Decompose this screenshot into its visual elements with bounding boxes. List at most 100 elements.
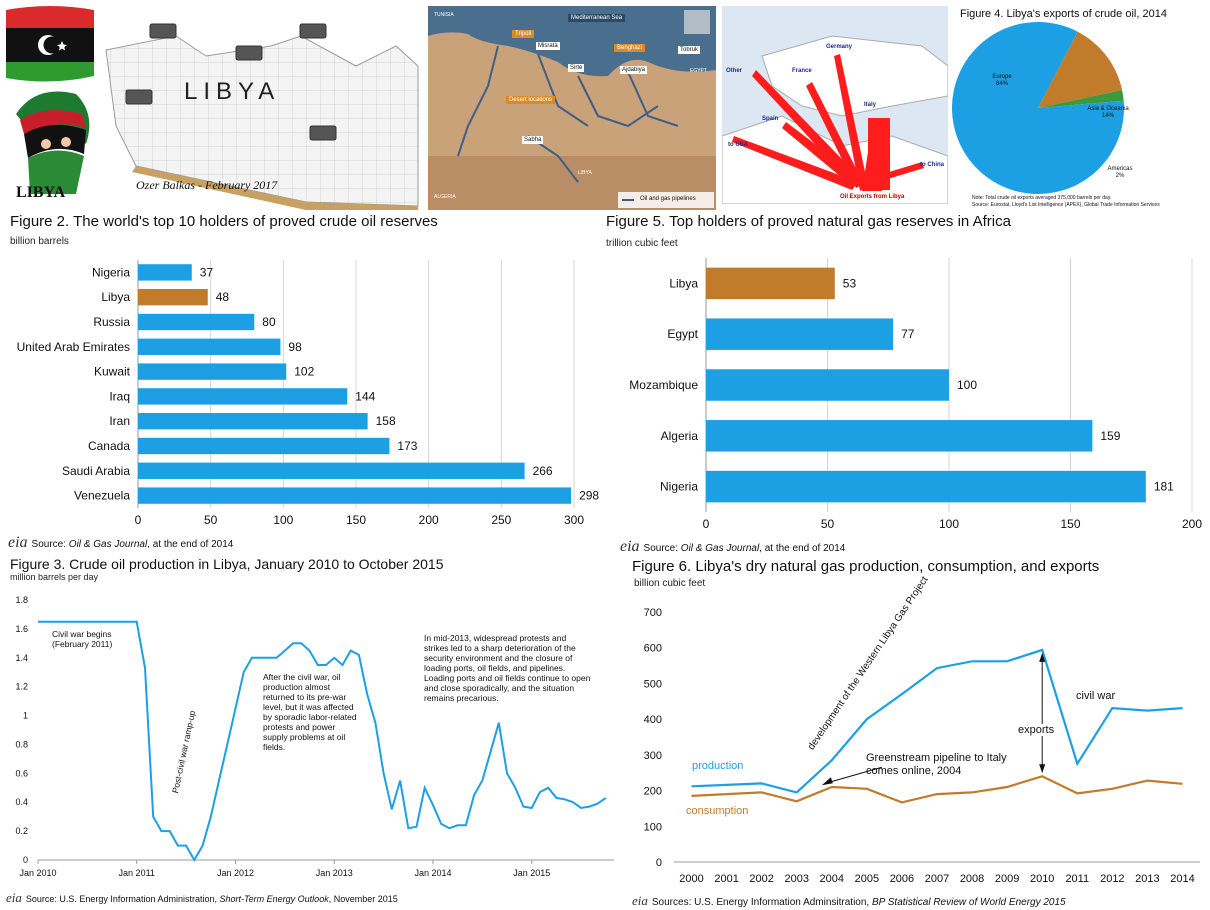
map-label-sirte: Sirte bbox=[568, 64, 585, 72]
y-tick-label: 0.2 bbox=[15, 826, 28, 836]
value-label: 37 bbox=[200, 265, 214, 279]
category-label: Kuwait bbox=[94, 365, 131, 379]
map-label-sabha: Sabha bbox=[522, 136, 544, 144]
flow-caption: Oil Exports from Libya bbox=[840, 194, 905, 200]
fig3-annotation-civil-war: Civil war begins (February 2011) bbox=[52, 629, 113, 649]
fig3-annotation-mid-2013: In mid-2013, widespread protests and str… bbox=[424, 633, 591, 703]
fig6-legend-production: production bbox=[692, 760, 744, 772]
category-label: Nigeria bbox=[660, 480, 698, 494]
fig5-unit: trillion cubic feet bbox=[606, 238, 678, 249]
production-line bbox=[691, 648, 1183, 794]
x-tick-label: 100 bbox=[273, 513, 293, 527]
value-label: 80 bbox=[262, 315, 276, 329]
bar bbox=[706, 420, 1093, 452]
map-label-tripoli: Tripoli bbox=[512, 30, 535, 38]
exports-arrow-head-top bbox=[1039, 652, 1046, 662]
map-legend-pipelines: Oil and gas pipelines bbox=[640, 196, 696, 202]
fig6-legend-consumption: consumption bbox=[686, 805, 749, 817]
bar bbox=[138, 487, 572, 504]
x-tick-label: 2004 bbox=[820, 873, 844, 885]
pie-slice bbox=[952, 21, 1125, 194]
libya-flag-image bbox=[6, 6, 94, 82]
libya-small-label: LIBYA bbox=[16, 184, 66, 201]
bar bbox=[138, 437, 390, 455]
pie-value-label: 84% bbox=[996, 81, 1009, 87]
flow-label-germany: Germany bbox=[826, 44, 853, 50]
eia-logo: eia bbox=[6, 890, 22, 905]
y-tick-label: 1 bbox=[23, 711, 28, 721]
bar bbox=[138, 289, 208, 306]
fig6-title: Figure 6. Libya's dry natural gas produc… bbox=[632, 558, 1100, 575]
y-tick-label: 0.6 bbox=[15, 768, 28, 778]
value-label: 48 bbox=[216, 290, 230, 304]
pie-value-label: 14% bbox=[1102, 113, 1115, 119]
y-tick-label: 0.8 bbox=[15, 739, 28, 749]
value-label: 144 bbox=[355, 389, 375, 403]
x-tick-label: 150 bbox=[346, 513, 366, 527]
flow-label-france: France bbox=[792, 68, 812, 74]
x-tick-label: Jan 2011 bbox=[119, 868, 155, 878]
greenstream-arrow-head bbox=[821, 777, 833, 786]
fig3-title: Figure 3. Crude oil production in Libya,… bbox=[10, 556, 444, 572]
flow-label-china: to China bbox=[920, 162, 944, 168]
value-label: 102 bbox=[294, 365, 314, 379]
category-label: Mozambique bbox=[629, 378, 698, 392]
fig4-title: Figure 4. Libya's exports of crude oil, … bbox=[960, 8, 1167, 20]
bar bbox=[706, 369, 949, 401]
x-tick-label: 0 bbox=[135, 513, 142, 527]
fig3-annotation-post-war: After the civil war, oil production almo… bbox=[263, 672, 357, 752]
pie-value-label: 2% bbox=[1116, 173, 1125, 179]
x-tick-label: 300 bbox=[564, 513, 584, 527]
greenstream-arrow bbox=[825, 766, 882, 784]
x-tick-label: 2010 bbox=[1030, 873, 1054, 885]
x-tick-label: Jan 2012 bbox=[217, 868, 254, 878]
x-tick-label: 2006 bbox=[890, 873, 914, 885]
x-tick-label: Jan 2014 bbox=[414, 868, 451, 878]
y-tick-label: 0 bbox=[23, 855, 28, 865]
y-tick-label: 1.8 bbox=[15, 595, 28, 605]
x-tick-label: 50 bbox=[821, 517, 835, 531]
category-label: Iran bbox=[109, 414, 130, 428]
bar bbox=[138, 413, 368, 430]
exports-arrow-head-bottom bbox=[1039, 764, 1046, 774]
x-tick-label: 0 bbox=[703, 517, 710, 531]
map-label-ajdabiya: Ajdabiya bbox=[620, 66, 648, 74]
y-tick-label: 0 bbox=[656, 857, 662, 869]
map-label-benghazi: Benghazi bbox=[614, 44, 646, 52]
x-tick-label: 2001 bbox=[714, 873, 738, 885]
pie-label: Asia & Oceania bbox=[1087, 106, 1129, 112]
y-tick-label: 600 bbox=[644, 643, 662, 655]
value-label: 158 bbox=[376, 414, 396, 428]
eia-logo: eia bbox=[632, 893, 648, 908]
x-tick-label: 100 bbox=[939, 517, 959, 531]
eia-logo: eia bbox=[8, 534, 28, 551]
fig2-unit: billion barrels bbox=[10, 236, 69, 247]
y-tick-label: 1.4 bbox=[15, 653, 28, 663]
category-label: Libya bbox=[101, 290, 130, 304]
category-label: Russia bbox=[93, 315, 130, 329]
bar bbox=[138, 462, 525, 479]
fig6-annotation-civil-war: civil war bbox=[1076, 690, 1116, 702]
flow-label-italy: Italy bbox=[864, 102, 877, 108]
y-tick-label: 1.6 bbox=[15, 624, 28, 634]
y-tick-label: 400 bbox=[644, 714, 662, 726]
x-tick-label: 50 bbox=[204, 513, 218, 527]
y-tick-label: 0.4 bbox=[15, 797, 28, 807]
x-tick-label: 150 bbox=[1060, 517, 1080, 531]
map-label-desert: Desert locations bbox=[506, 96, 556, 104]
masked-figure-image: LIBYA bbox=[6, 84, 94, 208]
fig6-unit: billion cubic feet bbox=[634, 578, 706, 589]
y-tick-label: 1.2 bbox=[15, 682, 28, 692]
map-label-tunisia: TUNISIA bbox=[434, 12, 454, 18]
x-tick-label: 2009 bbox=[995, 873, 1019, 885]
pie-label: Europe bbox=[992, 74, 1012, 80]
category-label: Algeria bbox=[661, 429, 699, 443]
x-tick-label: 200 bbox=[419, 513, 439, 527]
x-tick-label: 2003 bbox=[784, 873, 808, 885]
fig6-annotation-greenstream: Greenstream pipeline to Italy comes onli… bbox=[866, 752, 1007, 777]
